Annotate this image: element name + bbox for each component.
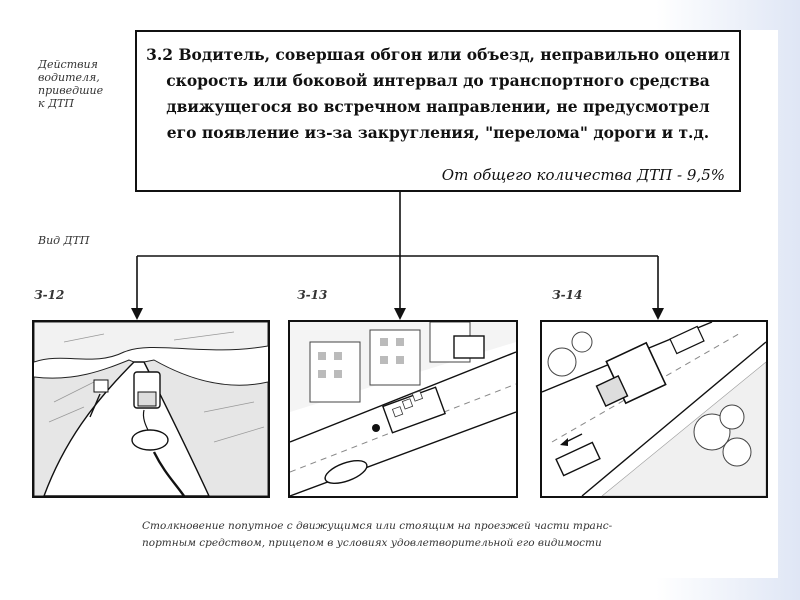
document-page: Действия водителя, приведшие к ДТП Вид Д… [22, 30, 778, 578]
scene-label-1: З-12 [34, 288, 65, 302]
collision-marker [372, 424, 380, 432]
road-scene-1-drawing [34, 322, 268, 496]
actions-label: Действия водителя, приведшие к ДТП [38, 58, 104, 110]
scene-label-2: З-13 [297, 288, 328, 302]
direction-arrow [89, 393, 101, 418]
arrow-head-right [652, 308, 664, 320]
heading-line: движущегося во встречном направлении, не… [166, 97, 710, 116]
truck-icon [453, 335, 485, 359]
accident-share: От общего количества ДТП - 9,5% [441, 166, 725, 184]
car-icon [93, 379, 109, 393]
arrow-head-center [394, 308, 406, 320]
car-icon [324, 459, 368, 485]
scene-illustration-3 [540, 320, 768, 498]
heading-line: 3.2 Водитель, совершая обгон или объезд,… [146, 45, 730, 64]
car-icon [555, 441, 601, 477]
road-scene-3-drawing [542, 322, 766, 496]
bus-icon [382, 386, 446, 434]
accident-kind-label: Вид ДТП [38, 234, 90, 247]
road-scene-2-drawing [290, 322, 516, 496]
connector-arrows [131, 192, 664, 320]
scene-illustration-1 [32, 320, 270, 498]
figure-caption: Столкновение попутное с движущимся или с… [142, 520, 613, 549]
car-icon [669, 325, 705, 355]
arrow-head-left [131, 308, 143, 320]
scene-illustration-2 [288, 320, 518, 498]
car-icon [131, 429, 169, 451]
heading-box: 3.2 Водитель, совершая обгон или объезд,… [135, 30, 741, 192]
heading-line: скорость или боковой интервал до транспо… [166, 71, 710, 90]
scene-label-3: З-14 [552, 288, 583, 302]
heading-line: его появление из-за закругления, "перело… [166, 123, 710, 142]
